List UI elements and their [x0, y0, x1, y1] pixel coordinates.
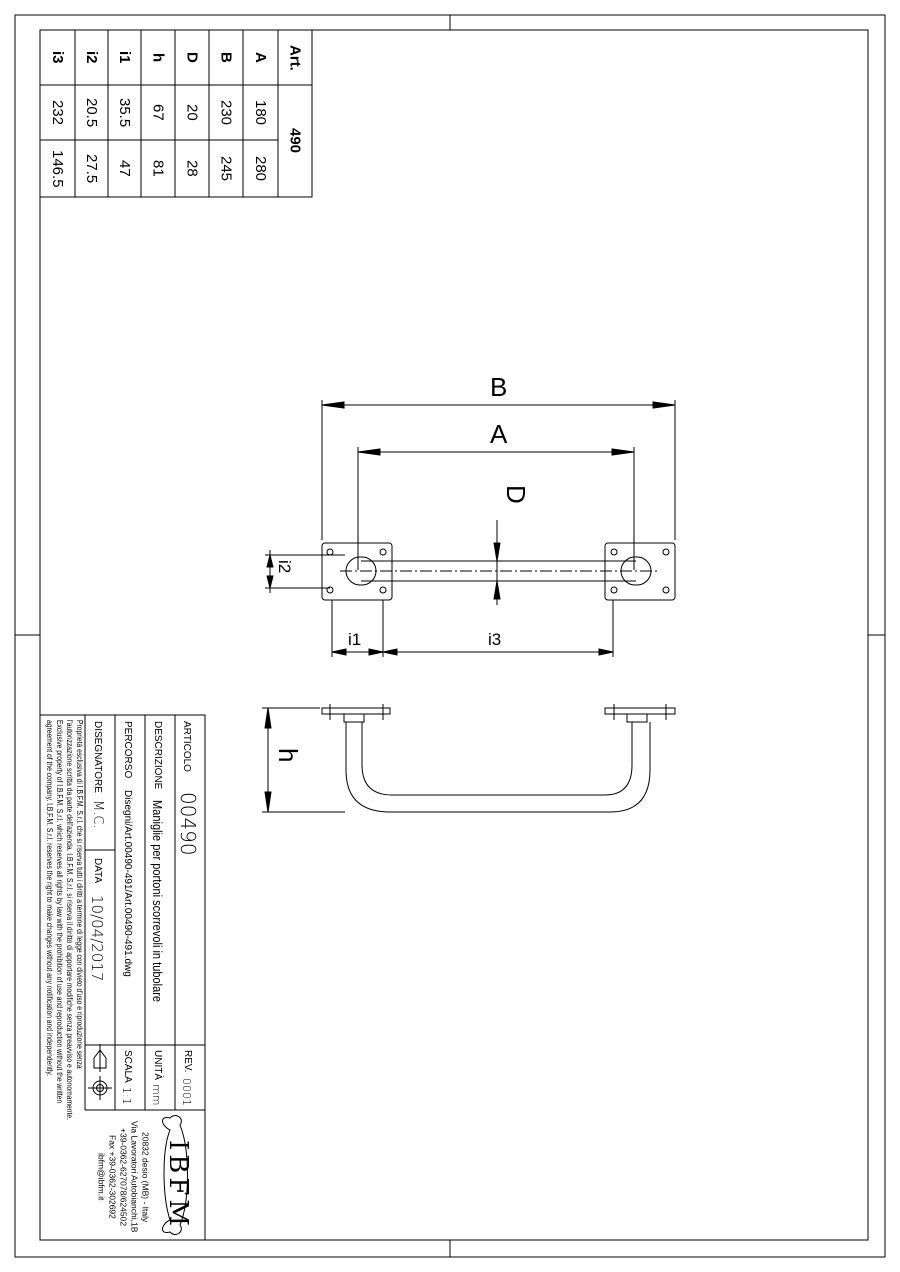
descrizione-value: Maniglie per portoni scorrevoli in tubol… — [150, 800, 165, 1003]
address-line: Fax +39-0362-302692 — [107, 1135, 118, 1219]
table-param-cell: i1 — [108, 30, 141, 85]
table-param-cell: h — [141, 30, 175, 85]
dim-label-b: B — [490, 372, 508, 402]
address-line: ibfm@ibfm.it — [96, 1153, 107, 1201]
table-value-cell: 232 — [40, 85, 75, 140]
cell-text: 81 — [149, 160, 167, 177]
table-value-cell: 20 — [175, 85, 209, 140]
cell-text: 146.5 — [49, 149, 66, 188]
unita-label: UNITÀ — [152, 1050, 163, 1080]
data-label: DATA — [92, 858, 103, 884]
cell-text: 27.5 — [83, 153, 100, 184]
address-line: Via Lavoratori Autobianchi,1B — [129, 1121, 140, 1233]
cell-text: B — [217, 52, 235, 63]
table-value-cell: 35.5 — [108, 85, 141, 140]
title-block-grid — [39, 714, 206, 1241]
table-value-cell: 67 — [141, 85, 175, 140]
disclaimer-line: l'autorizzazione scritta da parte dell'a… — [65, 720, 74, 1120]
dim-label-h: h — [273, 748, 303, 763]
table-value-cell: 28 — [175, 140, 209, 197]
articolo-value: 00490 — [176, 792, 200, 856]
cell-text: D — [183, 52, 201, 63]
header-text: Art. — [286, 44, 304, 71]
ibfm-logo: IBFM — [163, 1140, 193, 1231]
disegnatore-label: DISEGNATORE — [92, 721, 103, 793]
cell-text: 280 — [252, 155, 269, 182]
cell-text: h — [149, 52, 167, 63]
cell-text: 230 — [217, 99, 235, 126]
cell-text: 35.5 — [116, 97, 133, 128]
address-line: +39-0362-627078/624502 — [118, 1127, 129, 1227]
table-param-cell: A — [243, 30, 278, 85]
percorso-value: Disegni/Art.00490-491/Art.00490-491.dwg — [122, 790, 133, 977]
cell-text: 180 — [252, 99, 269, 126]
cell-text: 28 — [183, 160, 201, 177]
rev-label: REV. — [182, 1050, 193, 1073]
percorso-label: PERCORSO — [122, 721, 133, 779]
article-text: 490 — [286, 128, 304, 154]
disclaimer: Proprietà esclusiva di I.B.F.M. S.r.l. c… — [42, 720, 84, 1224]
unita-value: mm — [150, 1084, 163, 1106]
table-value-cell: 180 — [243, 85, 278, 140]
cell-text: 232 — [49, 99, 66, 126]
dim-label-i3: i3 — [488, 630, 502, 649]
table-value-cell: 47 — [108, 140, 141, 197]
side-view — [262, 704, 676, 813]
table-param-cell: i2 — [75, 30, 108, 85]
disclaimer-line: Proprietà esclusiva di I.B.F.M. S.r.l. c… — [75, 720, 84, 1069]
table-value-cell: 245 — [209, 140, 243, 197]
data-value: 10/04/2017 — [88, 895, 106, 982]
logo-cartouche — [162, 1115, 188, 1235]
cell-text: 47 — [116, 160, 133, 177]
rev-value: 0001 — [180, 1078, 193, 1106]
cell-text: i3 — [49, 51, 66, 64]
top-view — [265, 400, 676, 657]
cell-text: 20.5 — [83, 97, 100, 128]
disclaimer-line: Exclusive property of I.B.F.M. S.r.l. wh… — [55, 720, 64, 1104]
table-param-cell: i3 — [40, 30, 75, 85]
descrizione-label: DESCRIZIONE — [152, 721, 163, 790]
dim-label-i2: i2 — [275, 560, 294, 574]
dim-label-d: D — [501, 485, 531, 504]
cell-text: 245 — [217, 155, 235, 182]
cell-text: i1 — [116, 51, 133, 64]
scala-value: 1:1 — [120, 1087, 133, 1105]
disegnatore-value: M.C. — [90, 800, 105, 829]
table-value-cell: 146.5 — [40, 140, 75, 197]
table-value-cell: 20.5 — [75, 85, 108, 140]
cell-text: 67 — [149, 104, 167, 121]
table-value-cell: 230 — [209, 85, 243, 140]
disclaimer-line: agreement of the company. I.B.F.M. S.r.l… — [45, 720, 54, 1077]
cell-text: 20 — [183, 104, 201, 121]
table-value-cell: 27.5 — [75, 140, 108, 197]
articolo-label: ARTICOLO — [181, 721, 192, 772]
company-address: 20832 desio (MB) - Italy Via Lavoratori … — [90, 1118, 156, 1236]
dim-label-a: A — [490, 419, 508, 449]
table-value-cell: 81 — [141, 140, 175, 197]
cell-text: A — [252, 52, 269, 63]
address-line: 20832 desio (MB) - Italy — [140, 1131, 151, 1223]
projection-symbol-icon — [88, 1044, 112, 1100]
table-header-art: Art. — [278, 30, 312, 85]
table-value-cell: 280 — [243, 140, 278, 197]
table-param-cell: B — [209, 30, 243, 85]
dim-label-i1: i1 — [348, 630, 362, 649]
table-article-number: 490 — [278, 85, 312, 197]
inner-border — [39, 29, 869, 1241]
cell-text: i2 — [83, 51, 100, 64]
table-param-cell: D — [175, 30, 209, 85]
scala-label: SCALA — [122, 1050, 133, 1083]
dimension-table-grid — [39, 29, 313, 198]
